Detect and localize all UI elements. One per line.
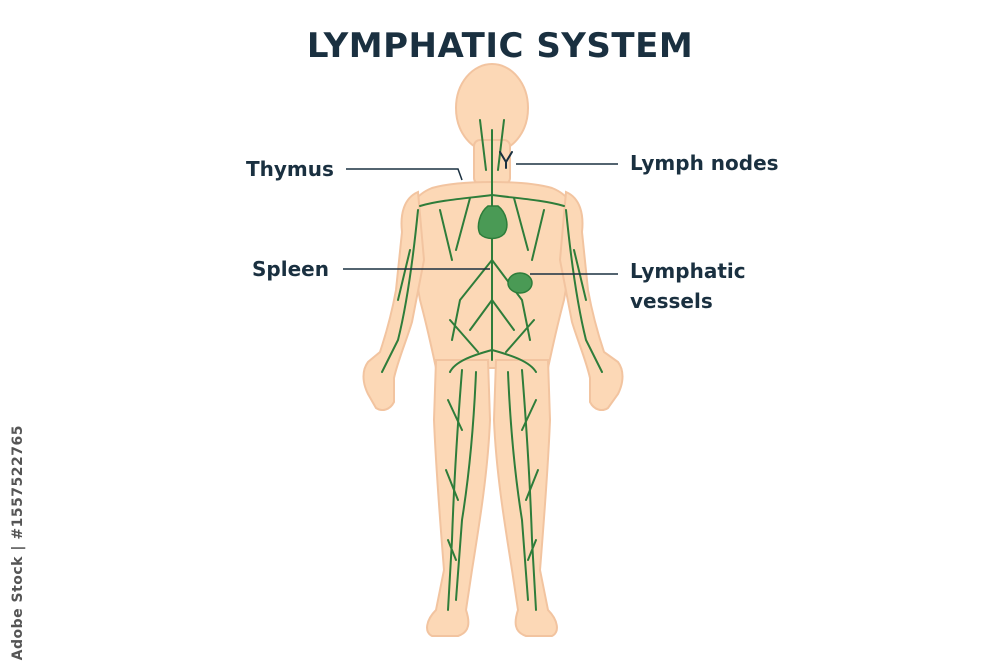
- thymus-leader-line: [346, 168, 463, 181]
- left-arm: [362, 190, 426, 411]
- neck-lymph-node-marks: [499, 151, 513, 169]
- lymphatic-vessels-label: Lymphatic vessels: [630, 256, 746, 316]
- thymus-shape: [477, 205, 508, 240]
- right-leg: [492, 359, 558, 637]
- thymus-label: Thymus: [246, 157, 334, 181]
- diagram-title: LYMPHATIC SYSTEM: [306, 26, 694, 66]
- left-leg: [426, 359, 492, 637]
- lymphatic-vessels: [381, 119, 603, 611]
- leader-lines: [343, 163, 618, 275]
- lymph-nodes-label: Lymph nodes: [630, 151, 779, 175]
- spleen-label: Spleen: [252, 257, 329, 281]
- lymphatic-vessels-label-line2: vessels: [630, 289, 713, 313]
- stock-watermark: Adobe Stock | #1557522765: [10, 425, 26, 661]
- spleen-shape: [507, 272, 533, 294]
- lymphoid-organs: [477, 205, 533, 294]
- lymphatic-vessels-label-line1: Lymphatic: [630, 259, 746, 283]
- right-arm: [558, 190, 624, 411]
